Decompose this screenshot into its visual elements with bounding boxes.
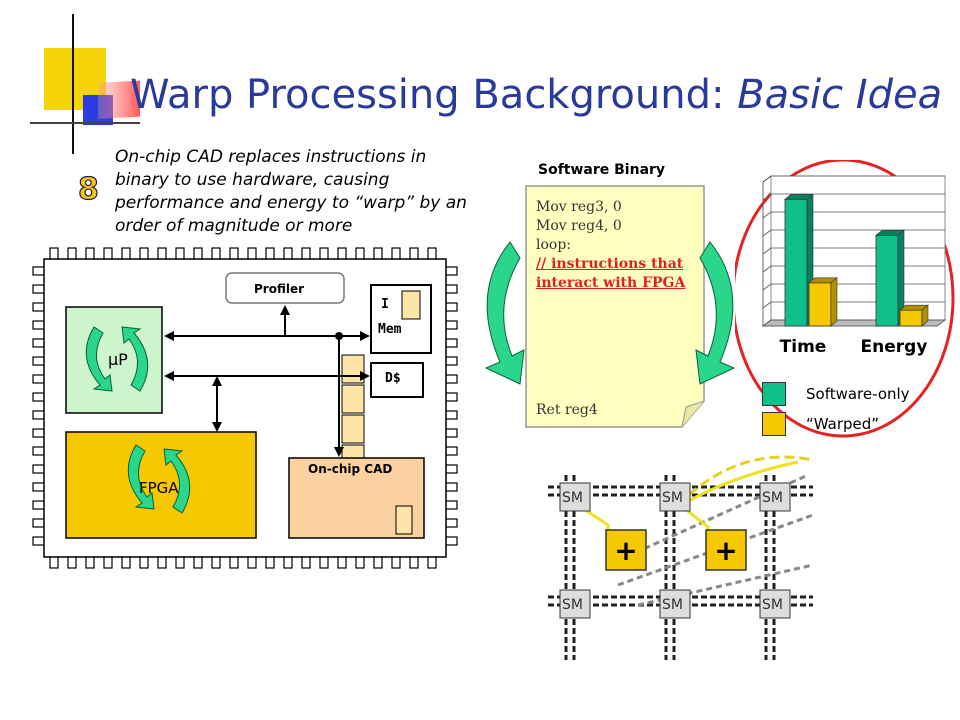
code-last-line: Ret reg4 bbox=[536, 402, 598, 418]
legend-warped: “Warped” bbox=[806, 415, 880, 433]
dcache-label: D$ bbox=[385, 371, 401, 386]
highlight-ellipse bbox=[735, 160, 955, 438]
bar-energy-series-1 bbox=[899, 304, 929, 327]
bar-energy-series-0 bbox=[875, 229, 905, 327]
legend-swatch-software bbox=[762, 382, 786, 406]
sm-label-0: SM bbox=[562, 490, 583, 506]
fpga-box bbox=[65, 431, 257, 539]
category-label-time: Time bbox=[780, 337, 827, 357]
code-line-2: Mov reg4, 0 bbox=[536, 218, 622, 234]
imem-label-1: I bbox=[381, 297, 389, 312]
sm-block-0: SM bbox=[559, 482, 591, 512]
dcache-box bbox=[370, 362, 424, 398]
code-red-line-1: // instructions that bbox=[536, 256, 684, 272]
sm-label-5: SM bbox=[762, 597, 783, 613]
cad-label: On-chip CAD bbox=[308, 462, 393, 476]
sm-label-2: SM bbox=[762, 490, 783, 506]
binary-document bbox=[484, 185, 736, 428]
profiler-label: Profiler bbox=[254, 282, 305, 296]
time-energy-bar-chart: Time Energy bbox=[735, 160, 955, 438]
adder-label-0: + bbox=[614, 534, 637, 567]
sm-block-1: SM bbox=[659, 482, 691, 512]
code-line-3: loop: bbox=[536, 237, 572, 253]
cad-box bbox=[288, 457, 425, 539]
imem-box bbox=[370, 284, 432, 354]
bar-time-series-1 bbox=[808, 277, 838, 327]
adder-label-1: + bbox=[714, 534, 737, 567]
slide-title: Warp Processing Background: Basic Idea bbox=[130, 72, 942, 118]
chip-diagram bbox=[32, 247, 458, 569]
title-italic: Basic Idea bbox=[737, 72, 943, 118]
binary-code: Mov reg3, 0 Mov reg4, 0 loop: // instruc… bbox=[536, 198, 706, 293]
up-label: µP bbox=[108, 350, 128, 369]
bullet-number: 8 bbox=[77, 171, 99, 207]
code-line-1: Mov reg3, 0 bbox=[536, 199, 622, 215]
bar-time-series-0 bbox=[784, 193, 814, 327]
title-main: Warp Processing Background: bbox=[130, 72, 738, 118]
adder-block-1: + bbox=[705, 529, 747, 571]
sm-label-4: SM bbox=[662, 597, 683, 613]
imem-label-2: Mem bbox=[378, 322, 402, 337]
sm-block-2: SM bbox=[759, 482, 791, 512]
sm-block-5: SM bbox=[759, 589, 791, 619]
adder-block-0: + bbox=[605, 529, 647, 571]
code-red-line-2: interact with FPGA bbox=[536, 275, 686, 291]
sm-label-1: SM bbox=[662, 490, 683, 506]
binary-header: Software Binary bbox=[538, 162, 666, 178]
highlighted-route-dashed bbox=[676, 455, 814, 507]
profiler-box bbox=[225, 272, 345, 304]
sm-block-3: SM bbox=[559, 589, 591, 619]
legend-software-only: Software-only bbox=[806, 385, 910, 403]
legend-swatch-warped bbox=[762, 412, 786, 436]
sm-block-4: SM bbox=[659, 589, 691, 619]
fpga-label: FPGA bbox=[139, 479, 179, 497]
bullet-text: On-chip CAD replaces instructions in bin… bbox=[115, 147, 467, 236]
corner-decoration bbox=[30, 14, 140, 154]
sm-fabric: SM SM SM SM SM SM + + bbox=[548, 455, 814, 660]
category-label-energy: Energy bbox=[861, 337, 928, 357]
sm-label-3: SM bbox=[562, 597, 583, 613]
